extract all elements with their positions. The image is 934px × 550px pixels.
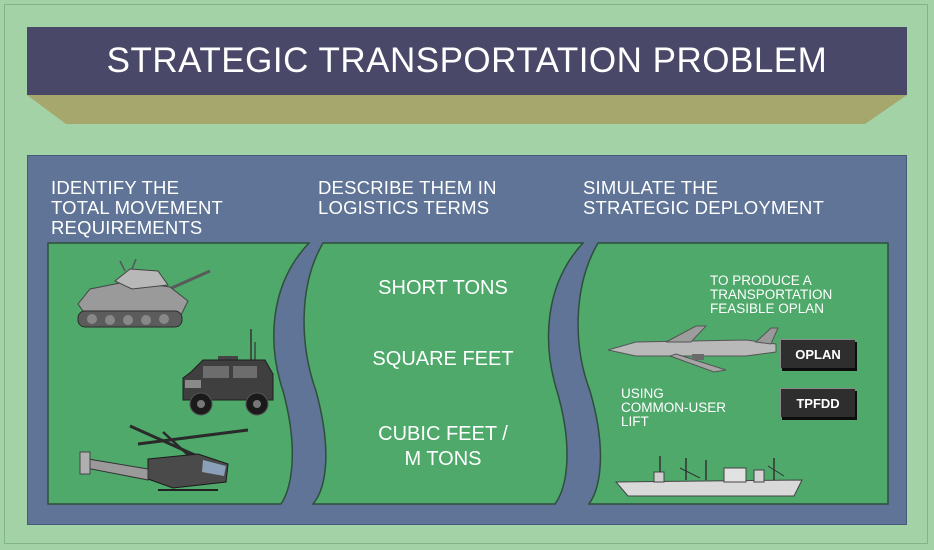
column-heading-simulate: SIMULATE THE STRATEGIC DEPLOYMENT (583, 178, 824, 218)
outer-frame (4, 4, 928, 544)
oplan-box: OPLAN (780, 339, 855, 368)
note-line: LIFT (621, 414, 649, 429)
cargo-plane-icon (607, 325, 779, 373)
page-title: STRATEGIC TRANSPORTATION PROBLEM (106, 41, 828, 80)
tpfdd-box: TPFDD (780, 388, 855, 417)
goal-note: TO PRODUCE A TRANSPORTATION FEASIBLE OPL… (710, 274, 832, 316)
heading-line: REQUIREMENTS (51, 217, 203, 238)
heading-line: SIMULATE THE (583, 177, 719, 198)
green-bands (47, 242, 889, 505)
note-line: FEASIBLE OPLAN (710, 301, 825, 316)
banner-wedge (27, 95, 907, 124)
measure-square-feet: SQUARE FEET (372, 348, 514, 370)
heading-line: STRATEGIC DEPLOYMENT (583, 197, 825, 218)
note-line: USING (621, 386, 664, 401)
helicopter-icon (79, 424, 249, 491)
tpfdd-label: TPFDD (796, 395, 840, 411)
measure-line: M TONS (404, 448, 482, 470)
note-line: TO PRODUCE A (710, 273, 812, 288)
title-bar: STRATEGIC TRANSPORTATION PROBLEM (27, 27, 907, 95)
humvee-icon (182, 329, 274, 416)
heading-line: LOGISTICS TERMS (318, 197, 490, 218)
main-panel: IDENTIFY THE TOTAL MOVEMENT REQUIREMENTS… (27, 155, 907, 525)
cargo-ship-icon (614, 456, 803, 497)
deployment-band (577, 242, 889, 505)
note-line: TRANSPORTATION (710, 287, 833, 302)
measure-line: CUBIC FEET / (378, 423, 508, 445)
measure-short-tons: SHORT TONS (378, 277, 508, 299)
note-line: COMMON-USER (621, 400, 726, 415)
column-heading-describe: DESCRIBE THEM IN LOGISTICS TERMS (318, 178, 497, 218)
heading-line: DESCRIBE THEM IN (318, 177, 497, 198)
using-note: USING COMMON-USER LIFT (621, 387, 726, 429)
logistics-band (303, 242, 585, 505)
oplan-label: OPLAN (795, 346, 841, 362)
heading-line: IDENTIFY THE (51, 177, 180, 198)
column-heading-identify: IDENTIFY THE TOTAL MOVEMENT REQUIREMENTS (51, 178, 223, 238)
tank-icon (77, 259, 211, 328)
measure-cubic-feet: CUBIC FEET / M TONS (328, 422, 558, 472)
heading-line: TOTAL MOVEMENT (51, 197, 224, 218)
